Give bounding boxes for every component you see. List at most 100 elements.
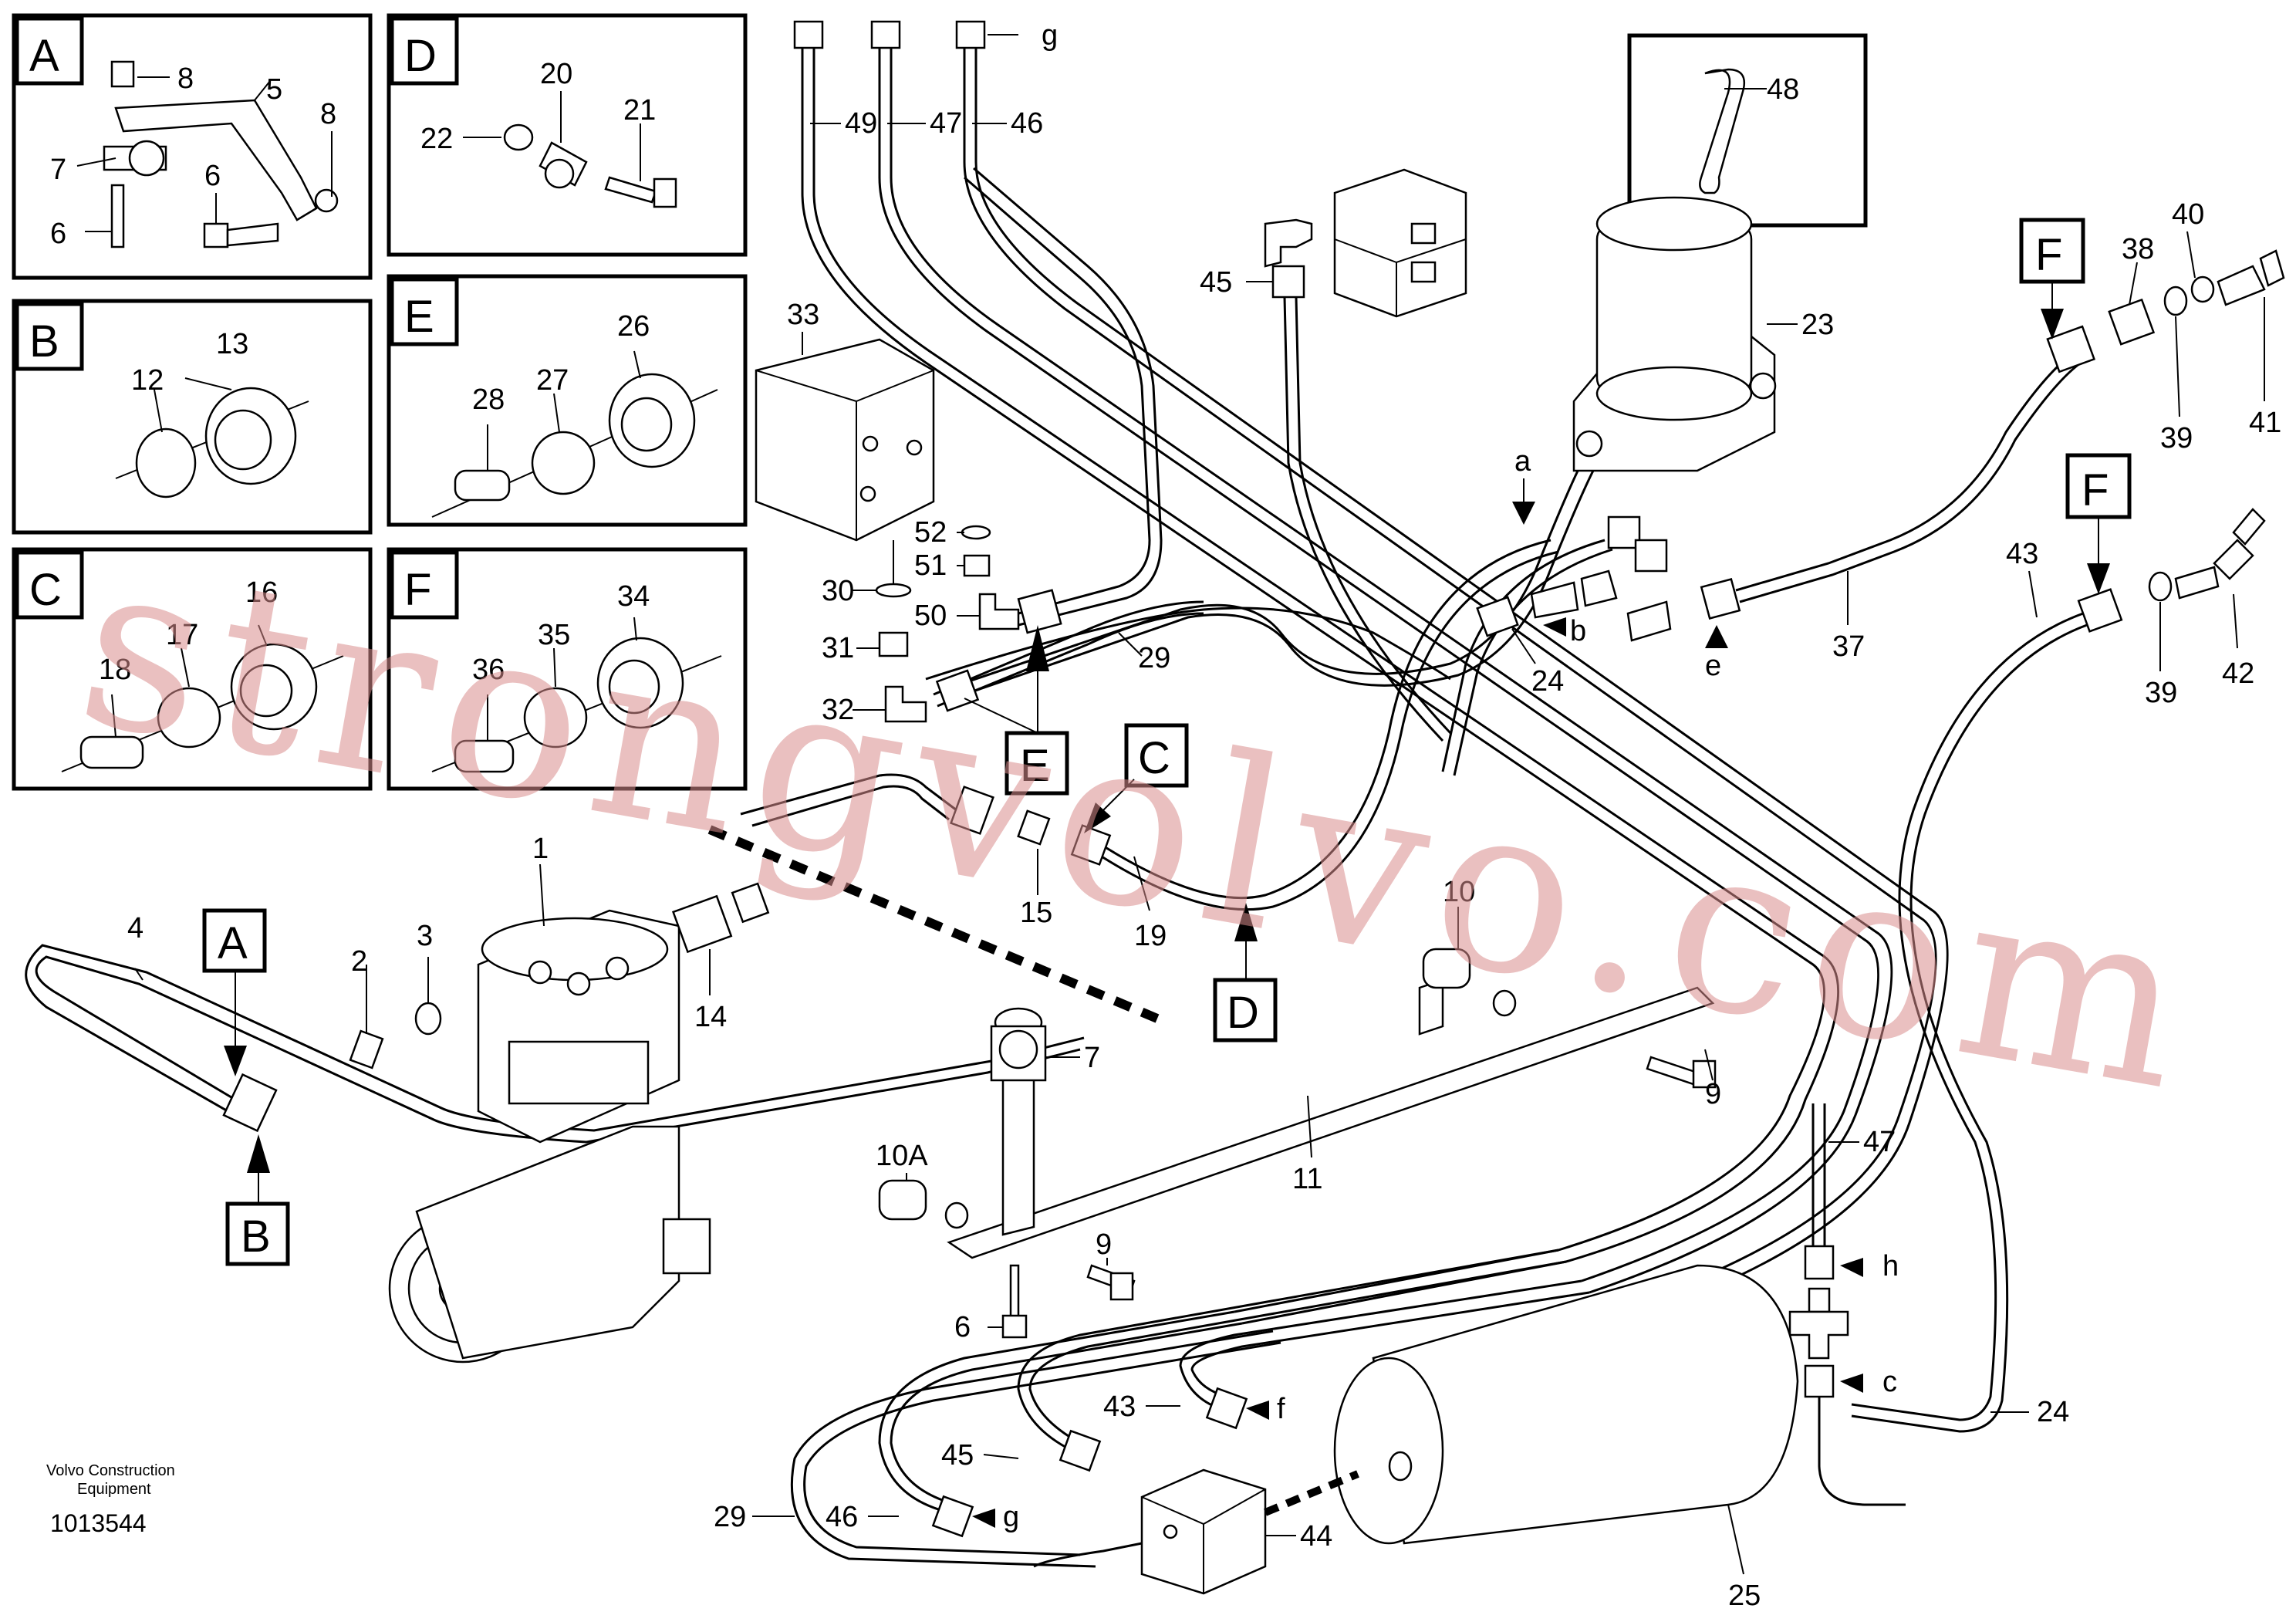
- air-compressor: 1: [388, 833, 711, 1363]
- label-29-top: 29: [1138, 642, 1170, 674]
- air-tank-25: 25: [1333, 1264, 1799, 1612]
- label-3: 3: [417, 920, 433, 952]
- label-47: 47: [930, 107, 962, 140]
- label-6: 6: [954, 1311, 971, 1343]
- detail-box-d: D 20 22 21: [387, 13, 748, 257]
- label-39-top: 39: [2160, 422, 2193, 454]
- label-4: 4: [127, 912, 144, 944]
- detail-b-label-12: 12: [131, 364, 164, 397]
- label-31: 31: [822, 632, 854, 664]
- detail-a-label-8b: 8: [320, 98, 336, 130]
- label-47-right: 47: [1863, 1126, 1896, 1158]
- letter-ref-g-top: g: [1042, 19, 1058, 52]
- detail-d-label-20: 20: [540, 58, 572, 90]
- detail-c-label-18: 18: [99, 654, 131, 686]
- detail-a-label-5: 5: [266, 73, 282, 106]
- detail-box-letter: E: [404, 292, 434, 342]
- detail-box-f: F 34 36 35: [387, 547, 748, 791]
- label-38: 38: [2122, 233, 2154, 265]
- label-19: 19: [1134, 920, 1167, 952]
- label-50: 50: [914, 600, 947, 632]
- detail-c-label-17: 17: [166, 619, 198, 651]
- label-45-bottom: 45: [941, 1439, 974, 1472]
- label-9-right: 9: [1705, 1078, 1721, 1110]
- detail-a-label-6a: 6: [204, 160, 221, 192]
- label-33: 33: [787, 299, 819, 331]
- detail-f-label-36: 36: [472, 654, 505, 686]
- label-40: 40: [2172, 198, 2204, 231]
- detail-box-letter: C: [29, 565, 62, 615]
- label-24-top: 24: [1531, 665, 1564, 698]
- label-1: 1: [532, 833, 549, 865]
- detail-box-letter: D: [404, 31, 437, 81]
- detail-b-label-13: 13: [216, 328, 248, 360]
- label-44: 44: [1300, 1520, 1332, 1553]
- tag-b: B: [241, 1211, 271, 1262]
- watermark-text: strongvolvo.com: [63, 507, 2217, 1144]
- label-29-bottom: 29: [714, 1501, 746, 1533]
- tag-e: E: [1020, 741, 1050, 791]
- label-43-bottom: 43: [1103, 1391, 1136, 1423]
- letter-ref-g-bottom: g: [1003, 1501, 1019, 1533]
- label-23: 23: [1801, 309, 1834, 341]
- fittings-2-3-14: 2 3 14: [349, 882, 770, 1070]
- detail-f-label-35: 35: [538, 619, 570, 651]
- dashed-pipe: [707, 825, 1160, 1023]
- label-43-right: 43: [2006, 538, 2038, 570]
- detail-d-label-22: 22: [420, 123, 453, 155]
- label-7: 7: [1084, 1042, 1100, 1074]
- credit-block: Volvo Construction Equipment 1013544: [46, 1462, 175, 1537]
- letter-ref-e: e: [1705, 650, 1721, 682]
- label-49: 49: [845, 107, 877, 140]
- lower-bundle: 29 46 g 45 43 f: [714, 1249, 1590, 1568]
- detail-d-label-21: 21: [623, 94, 656, 127]
- tag-d: D: [1227, 988, 1259, 1038]
- label-2: 2: [351, 945, 367, 978]
- pipe-19-b: [1095, 550, 1559, 911]
- label-10a: 10A: [876, 1140, 928, 1172]
- tag-a: A: [218, 918, 248, 968]
- detail-box-e: E 26 28 27: [387, 274, 748, 527]
- fittings-42: F 43 39 42 24: [1851, 453, 2266, 1433]
- pipe-29-19: 29 19: [925, 462, 1595, 952]
- label-37: 37: [1832, 630, 1865, 663]
- air-dryer-23: 23 45: [1200, 168, 1834, 742]
- label-9-left: 9: [1096, 1228, 1112, 1261]
- bracket-11: 7 11 10 9 10A 9 6: [876, 876, 1721, 1343]
- label-45-top: 45: [1200, 266, 1232, 299]
- tag-f-top: F: [2035, 230, 2062, 280]
- dryer-fittings: 37 24 a b e: [1441, 346, 2088, 776]
- detail-48-label: 48: [1767, 73, 1799, 106]
- letter-ref-h: h: [1882, 1250, 1899, 1282]
- fitting-15: 15: [950, 786, 1112, 929]
- detail-box-a: A 8 5 8 7 6 6: [12, 13, 373, 280]
- label-42: 42: [2222, 657, 2254, 690]
- detail-e-label-26: 26: [617, 310, 650, 343]
- detail-e-label-27: 27: [536, 364, 569, 397]
- label-46-bottom: 46: [826, 1501, 858, 1533]
- detail-box-letter: A: [29, 31, 59, 81]
- detail-a-label-6b: 6: [50, 218, 66, 250]
- label-39-lower: 39: [2145, 677, 2177, 709]
- label-32: 32: [822, 694, 854, 726]
- letter-ref-b: b: [1570, 615, 1586, 647]
- letter-ref-c: c: [1882, 1366, 1897, 1398]
- label-41: 41: [2249, 407, 2281, 439]
- label-51: 51: [914, 549, 947, 582]
- fittings-38-41: F 38 40 39 41: [2019, 198, 2285, 454]
- label-24-right: 24: [2037, 1396, 2069, 1428]
- detail-a-label-8a: 8: [177, 63, 194, 95]
- pipe-19: [1095, 539, 1551, 900]
- detail-box-cable-tie: 48: [1627, 33, 1868, 228]
- valve-block-33: 33 30 31 32 52 51 50: [755, 167, 1204, 726]
- label-52: 52: [914, 516, 947, 549]
- label-10: 10: [1443, 876, 1475, 908]
- label-11: 11: [1292, 1163, 1322, 1195]
- detail-c-label-16: 16: [245, 576, 278, 609]
- watermark: strongvolvo.com: [63, 507, 2217, 1144]
- label-46: 46: [1011, 107, 1043, 140]
- detail-box-letter: B: [29, 316, 59, 367]
- label-25: 25: [1728, 1580, 1761, 1612]
- detail-a-label-7: 7: [50, 154, 66, 186]
- label-15: 15: [1020, 897, 1052, 929]
